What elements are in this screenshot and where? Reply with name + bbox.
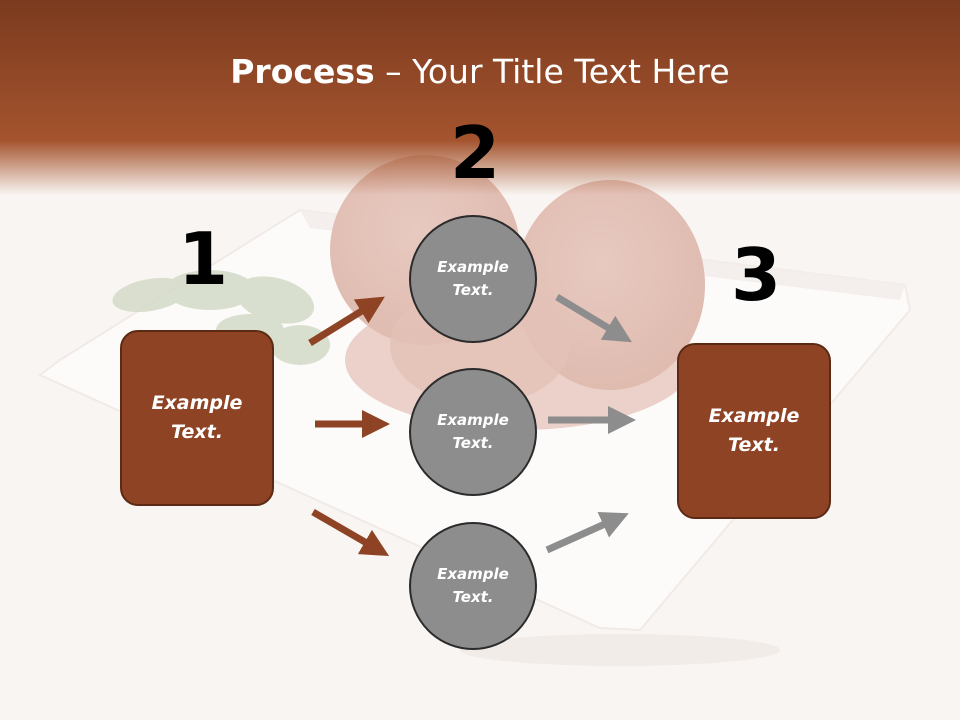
arrow-from-top-circle [555, 294, 632, 343]
step-3-text: Example Text. [708, 405, 800, 456]
circle-middle: Example Text. [409, 368, 537, 496]
arrow-to-bottom-circle [311, 508, 390, 557]
circle-top-text: Example Text. [437, 258, 509, 299]
step-number-3: 3 [731, 233, 782, 317]
title-bold: Process [230, 52, 375, 91]
circle-bottom: Example Text. [409, 522, 537, 650]
arrow-to-top-circle [308, 296, 385, 346]
step-number-2: 2 [450, 111, 501, 195]
step-1-text: Example Text. [151, 392, 243, 443]
slide-title: Process – Your Title Text Here [0, 52, 960, 91]
circle-top: Example Text. [409, 215, 537, 343]
title-rest: – Your Title Text Here [374, 52, 730, 91]
circle-middle-text: Example Text. [437, 411, 509, 452]
circle-bottom-text: Example Text. [437, 565, 509, 606]
step-3-box: Example Text. [677, 343, 831, 519]
step-1-box: Example Text. [120, 330, 274, 506]
arrow-from-bottom-circle [545, 511, 629, 554]
step-number-1: 1 [178, 217, 229, 301]
